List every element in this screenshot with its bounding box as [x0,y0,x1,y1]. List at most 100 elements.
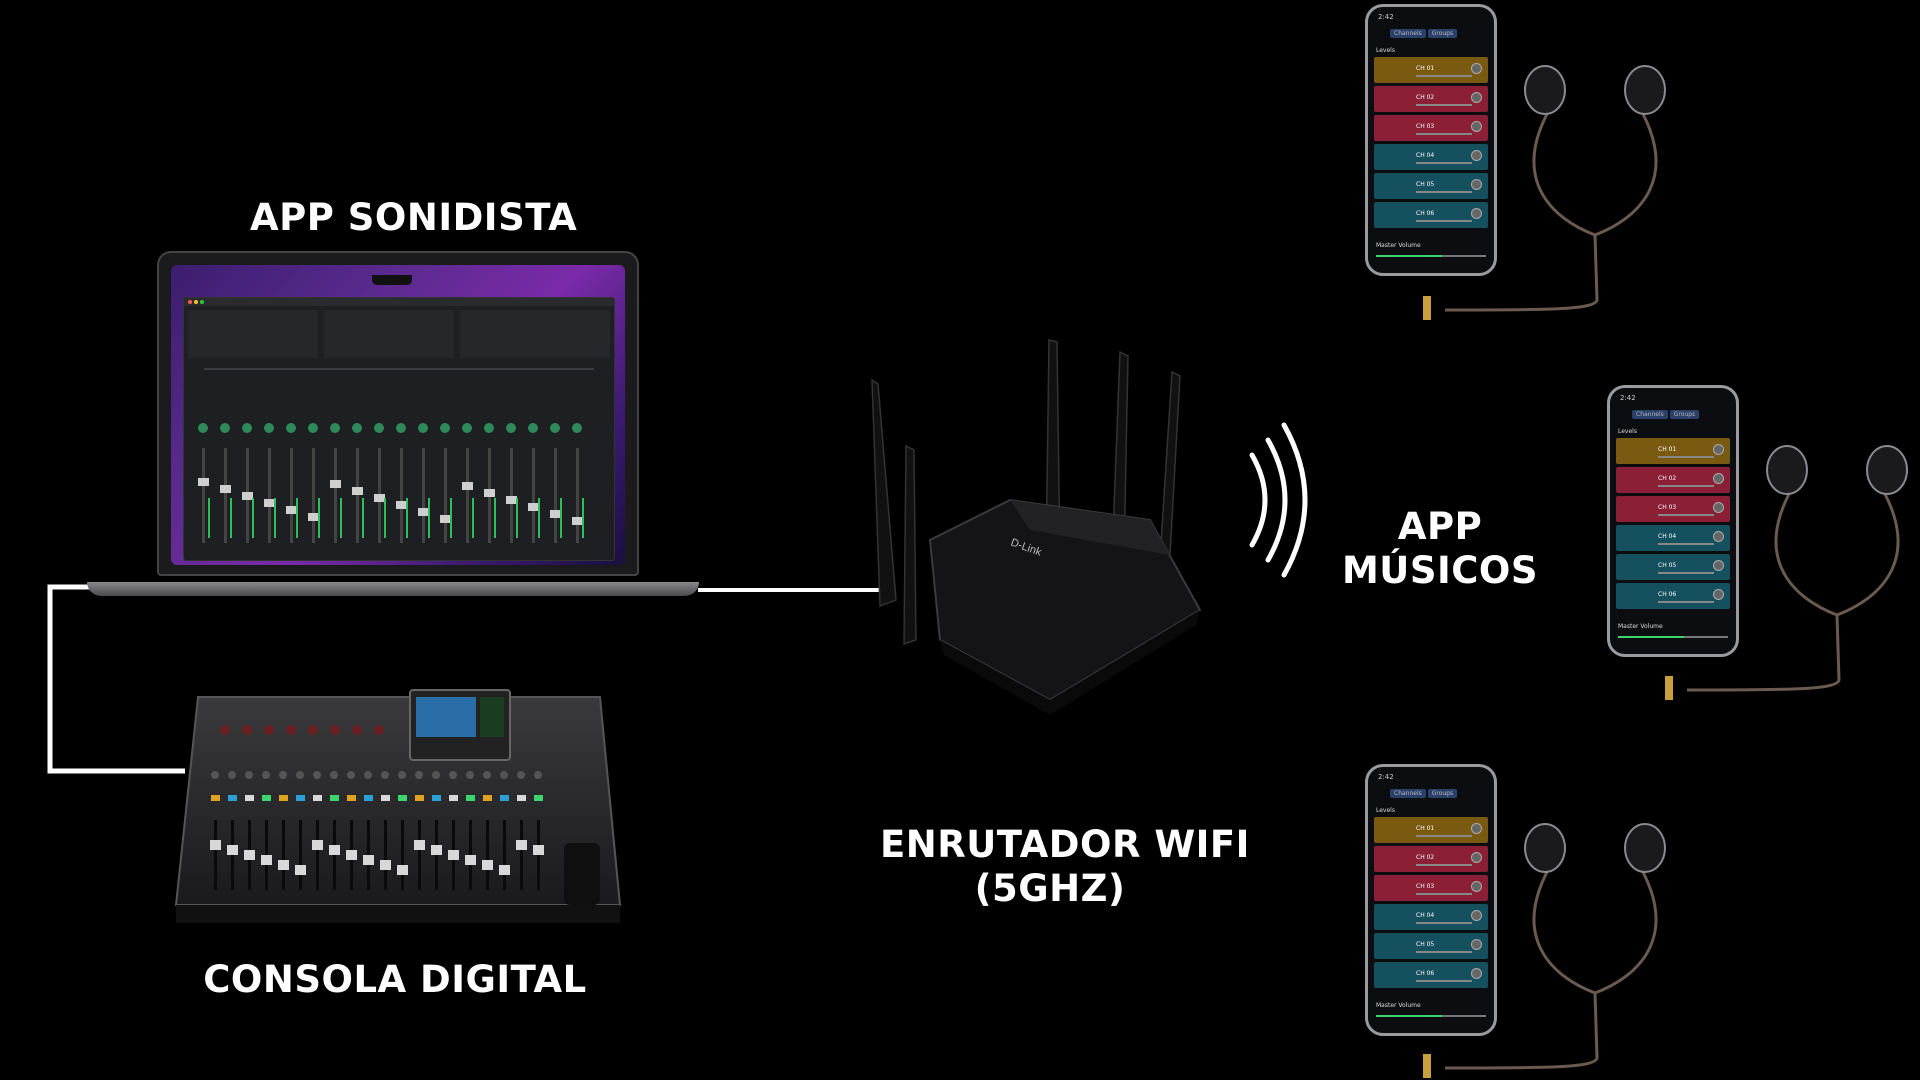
console-knob [534,771,542,779]
fader-track [202,448,205,543]
channel-row[interactable]: CH 01 [1616,438,1730,464]
console-knob [432,771,440,779]
channel-slider[interactable] [1416,864,1472,866]
channel-label: CH 03 [1416,123,1435,130]
channel-slider[interactable] [1416,191,1472,193]
master-volume-slider[interactable] [1618,636,1728,638]
pan-knob [352,423,362,433]
channel-slider[interactable] [1658,485,1714,487]
channel-row[interactable]: CH 06 [1374,962,1488,988]
channel-knob[interactable] [1471,968,1482,979]
channel-slider[interactable] [1416,922,1472,924]
channel-row[interactable]: CH 04 [1616,525,1730,551]
channel-slider[interactable] [1416,893,1472,895]
mixer-app-window [183,297,615,561]
channel-row[interactable]: CH 02 [1374,86,1488,112]
master-volume-slider[interactable] [1376,1015,1486,1017]
channel-knob[interactable] [1713,502,1724,513]
channel-slider[interactable] [1416,104,1472,106]
channel-slider[interactable] [1658,601,1714,603]
channel-row[interactable]: CH 02 [1374,846,1488,872]
console-fader-knob [363,855,374,865]
levels-label: Levels [1618,428,1637,435]
in-ear-monitor-cable [1444,857,1658,1070]
channel-row[interactable]: CH 03 [1374,115,1488,141]
level-meter [406,498,408,538]
console-knob [330,725,340,735]
channel-label: CH 04 [1416,912,1435,919]
phone-tab[interactable]: Channels [1390,29,1426,38]
channel-slider[interactable] [1416,835,1472,837]
channel-row[interactable]: CH 05 [1616,554,1730,580]
channel-knob[interactable] [1471,910,1482,921]
channel-row[interactable]: CH 06 [1374,202,1488,228]
channel-row[interactable]: CH 05 [1374,933,1488,959]
phone-tab[interactable]: Channels [1632,410,1668,419]
phone-tab[interactable]: Groups [1669,410,1700,419]
pan-knob [462,423,472,433]
channel-slider[interactable] [1416,162,1472,164]
console-knob [330,771,338,779]
phone-time: 2:42 [1620,394,1636,402]
channel-knob[interactable] [1713,560,1724,571]
phone-tab[interactable]: Groups [1427,789,1458,798]
channel-slider[interactable] [1658,572,1714,574]
channel-row[interactable]: CH 04 [1374,144,1488,170]
console-button [347,795,356,801]
channel-row[interactable]: CH 04 [1374,904,1488,930]
channel-knob[interactable] [1471,881,1482,892]
channel-knob[interactable] [1471,208,1482,219]
pan-knob [440,423,450,433]
channel-knob[interactable] [1713,444,1724,455]
channel-knob[interactable] [1471,179,1482,190]
channel-row[interactable]: CH 01 [1374,817,1488,843]
channel-slider[interactable] [1658,514,1714,516]
channel-knob[interactable] [1471,63,1482,74]
channel-label: CH 01 [1658,446,1677,453]
pan-knob [528,423,538,433]
channel-knob[interactable] [1471,121,1482,132]
master-volume-slider[interactable] [1376,255,1486,257]
channel-slider[interactable] [1658,543,1714,545]
fader-track [224,448,227,543]
level-meter [516,498,518,538]
channel-slider[interactable] [1416,75,1472,77]
laptop-console-cable [47,584,185,774]
channel-row[interactable]: CH 03 [1374,875,1488,901]
levels-label: Levels [1376,807,1395,814]
console-fader-knob [397,865,408,875]
channel-row[interactable]: CH 01 [1374,57,1488,83]
fader-track [290,448,293,543]
channel-knob[interactable] [1713,589,1724,600]
in-ear-monitor-icon [1766,445,1808,495]
channel-slider[interactable] [1416,133,1472,135]
channel-knob[interactable] [1471,823,1482,834]
channel-row[interactable]: CH 06 [1616,583,1730,609]
phone-tab[interactable]: Channels [1390,789,1426,798]
channel-row[interactable]: CH 02 [1616,467,1730,493]
channel-knob[interactable] [1713,473,1724,484]
fader-knob [352,487,363,495]
levels-label: Levels [1376,47,1395,54]
channel-row[interactable]: CH 03 [1616,496,1730,522]
phone-tab[interactable]: Groups [1427,29,1458,38]
channel-slider[interactable] [1658,456,1714,458]
level-meter [296,498,298,538]
channel-slider[interactable] [1416,951,1472,953]
console-fader-knob [346,850,357,860]
channel-slider[interactable] [1416,980,1472,982]
fader-knob [440,515,451,523]
channel-knob[interactable] [1471,939,1482,950]
channel-row[interactable]: CH 05 [1374,173,1488,199]
channel-knob[interactable] [1471,150,1482,161]
console-button [228,795,237,801]
channel-knob[interactable] [1471,92,1482,103]
channel-knob[interactable] [1713,531,1724,542]
pan-knob [374,423,384,433]
level-meter [472,498,474,538]
console-button [296,795,305,801]
channel-knob[interactable] [1471,852,1482,863]
channel-slider[interactable] [1416,220,1472,222]
